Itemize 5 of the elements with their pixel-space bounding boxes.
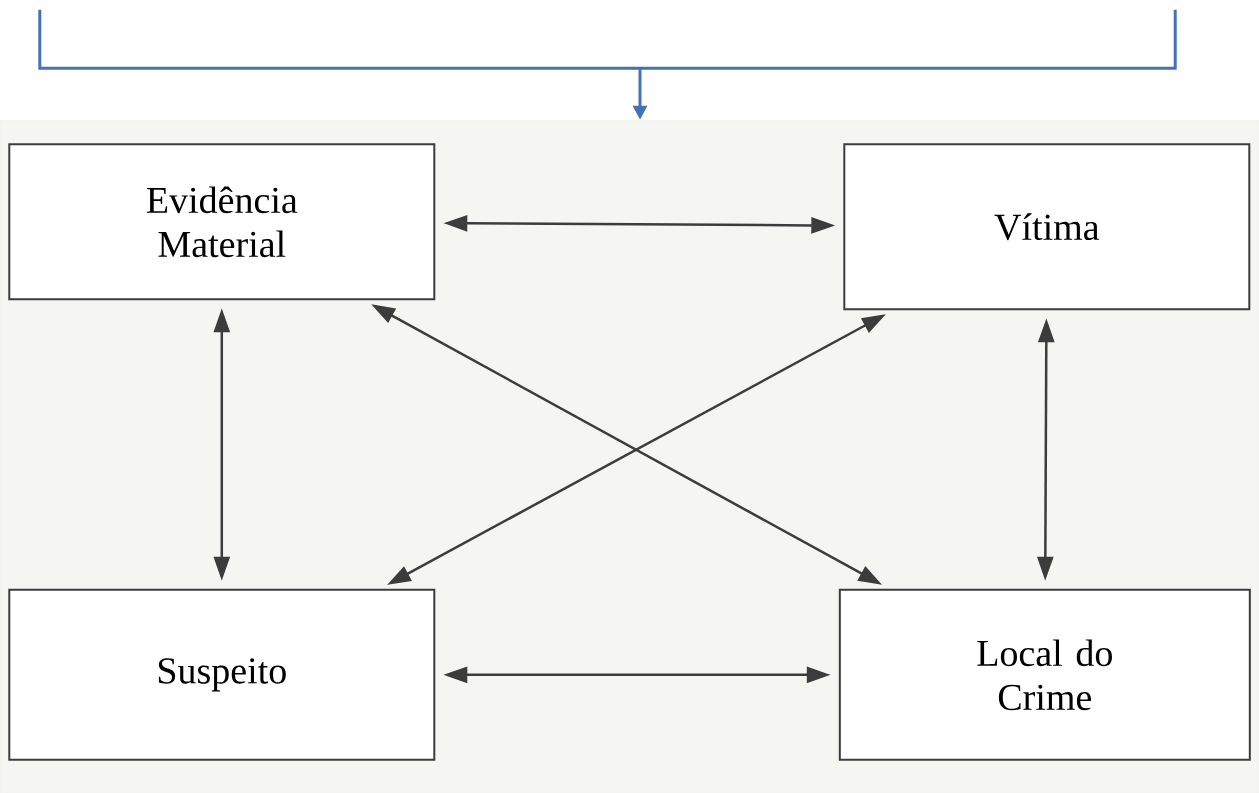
process-box: Suspeito xyxy=(8,588,436,761)
process-box: Vítima xyxy=(843,143,1251,311)
bracket xyxy=(38,9,1177,70)
process-box: Evidência Material xyxy=(8,143,436,301)
process-box: Local do Crime xyxy=(838,588,1251,761)
